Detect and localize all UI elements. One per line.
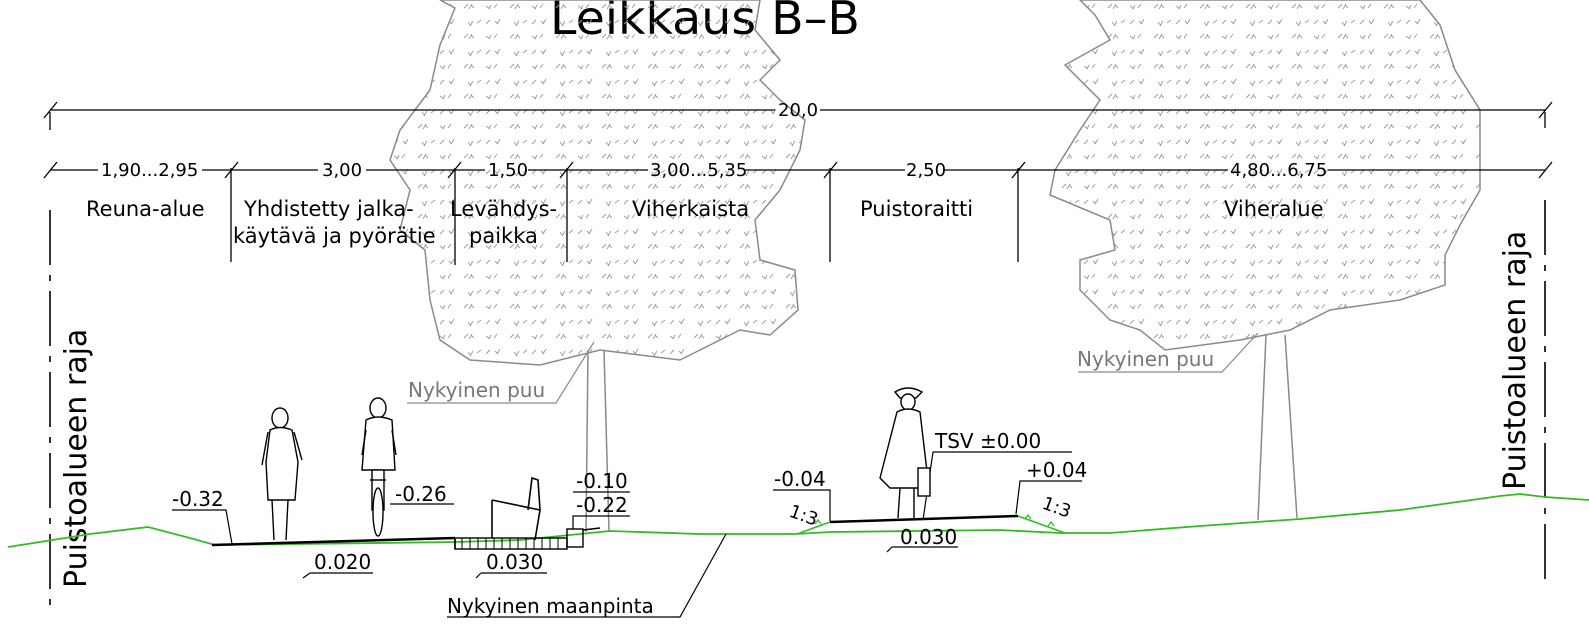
tree-right-crown (1049, 0, 1481, 351)
level-label-3: -0.10 (576, 469, 628, 493)
level-label-6: +0.04 (1026, 458, 1087, 482)
tsv-label: TSV ±0.00 (934, 429, 1041, 453)
segment-name-4: Viherkaista (632, 197, 749, 221)
segment-name-3: Levähdys- (450, 197, 557, 221)
boundary-label-right: Puistoalueen raja (1498, 231, 1533, 490)
boundary-label-left: Puistoalueen raja (59, 329, 94, 588)
dimension-lines (43, 101, 1553, 265)
design-surfaces (211, 513, 1066, 550)
boundary-lines (49, 200, 1546, 612)
cyclist-figure (361, 397, 397, 537)
level-label-5: -0.04 (774, 467, 826, 491)
total-width-label: 20,0 (778, 100, 818, 121)
ratio-label-1: 1:3 (786, 501, 820, 531)
segment-name-3b: paikka (469, 224, 538, 248)
tree-right-leader (1078, 332, 1259, 373)
tree-left-leader (407, 341, 595, 404)
level-label-1: -0.32 (172, 487, 224, 511)
slope-label-1: 0.020 (314, 550, 371, 574)
tree-right-trunk (1257, 334, 1298, 521)
pedestrian-figure-left (261, 407, 303, 541)
segment-width-6: 4,80...6,75 (1230, 160, 1327, 181)
tree-left-label: Nykyinen puu (408, 378, 545, 402)
tree-left (389, 0, 806, 533)
slope-label-2: 0.030 (486, 550, 543, 574)
tree-left-crown (389, 0, 806, 366)
segment-name-5: Puistoraitti (860, 197, 973, 221)
tree-right-label: Nykyinen puu (1077, 347, 1214, 371)
segment-name-1: Reuna-alue (86, 197, 205, 221)
segment-width-3: 1,50 (488, 160, 528, 181)
ground-label: Nykyinen maanpinta (447, 594, 654, 618)
existing-ground-line (7, 493, 1589, 548)
segment-width-2: 3,00 (322, 160, 362, 181)
annotation-leaders (172, 451, 1082, 618)
segment-width-1: 1,90...2,95 (101, 160, 198, 181)
tree-left-trunk (585, 349, 610, 533)
tree-right (1049, 0, 1481, 521)
segment-width-4: 3,00...5,35 (650, 160, 747, 181)
ratio-label-2: 1:3 (1039, 493, 1073, 523)
slope-label-3: 0.030 (900, 525, 957, 549)
level-label-2: -0.26 (395, 482, 447, 506)
segment-name-2b: käytävä ja pyörätie (233, 224, 436, 248)
segment-name-6: Viheralue (1224, 197, 1324, 221)
bench-icon (491, 476, 541, 541)
segment-width-5: 2,50 (906, 160, 946, 181)
segment-name-2: Yhdistetty jalka- (243, 197, 414, 221)
pedestrian-figure-right (879, 387, 931, 519)
level-label-4: -0.22 (576, 493, 628, 517)
